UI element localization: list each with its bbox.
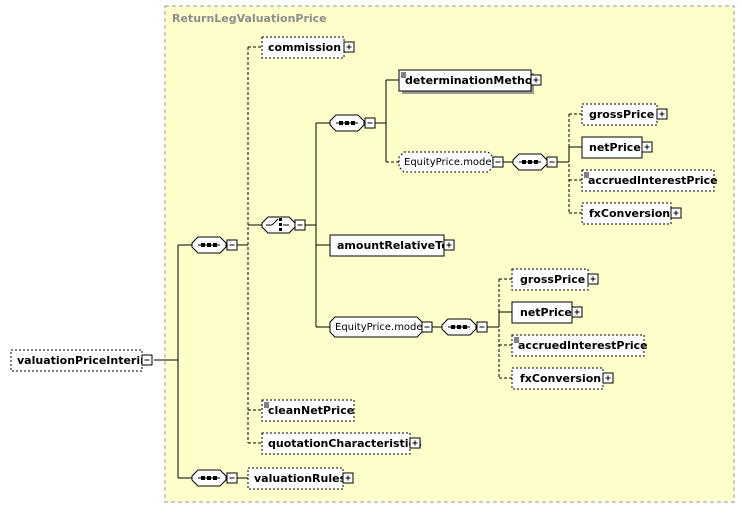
svg-text:fxConversion: fxConversion <box>589 207 670 220</box>
node-fx-conversion[interactable]: fxConversion <box>511 367 604 390</box>
expand-toggle-icon[interactable] <box>530 74 542 86</box>
svg-text:fxConversion: fxConversion <box>520 372 601 385</box>
node-accrued-interest-price[interactable]: accruedInterestPrice <box>581 169 718 192</box>
svg-text:valuationPriceInterim: valuationPriceInterim <box>17 354 152 367</box>
svg-text:EquityPrice.model: EquityPrice.model <box>335 322 425 333</box>
svg-text:grossPrice: grossPrice <box>589 108 654 121</box>
expand-toggle-icon[interactable] <box>602 372 614 384</box>
sequence-compositor-icon[interactable] <box>191 469 227 487</box>
svg-text:netPrice: netPrice <box>520 306 572 319</box>
collapse-toggle-icon[interactable] <box>492 156 504 168</box>
expand-toggle-icon[interactable] <box>571 306 583 318</box>
node-quotation-characteristics[interactable]: quotationCharacteristics <box>261 432 422 455</box>
expand-toggle-icon[interactable] <box>587 273 599 285</box>
node-equity-price-model[interactable]: EquityPrice.model <box>329 316 425 338</box>
node-net-price[interactable]: netPrice <box>511 301 573 324</box>
simple-type-icon <box>584 172 589 178</box>
sequence-compositor-icon[interactable] <box>512 153 548 171</box>
simple-type-icon <box>401 72 406 78</box>
sequence-compositor-icon[interactable] <box>441 318 477 336</box>
expand-toggle-icon[interactable] <box>343 41 355 53</box>
node-equity-price-model[interactable]: EquityPrice.model <box>398 151 494 173</box>
collapse-toggle-icon[interactable] <box>421 321 433 333</box>
collapse-toggle-icon[interactable] <box>294 219 306 231</box>
sequence-compositor-icon[interactable] <box>329 114 365 132</box>
simple-type-icon <box>264 402 269 408</box>
svg-text:commission: commission <box>268 41 341 54</box>
group-title: ReturnLegValuationPrice <box>172 12 327 25</box>
expand-toggle-icon[interactable] <box>443 239 455 251</box>
collapse-toggle-icon[interactable] <box>364 117 376 129</box>
node-amount-relative-to[interactable]: amountRelativeTo <box>329 234 449 257</box>
expand-toggle-icon[interactable] <box>342 472 354 484</box>
node-net-price[interactable]: netPrice <box>581 136 643 159</box>
node-gross-price[interactable]: grossPrice <box>511 268 589 291</box>
svg-text:accruedInterestPrice: accruedInterestPrice <box>518 339 648 352</box>
svg-text:netPrice: netPrice <box>589 141 641 154</box>
collapse-toggle-icon[interactable] <box>476 321 488 333</box>
collapse-toggle-icon[interactable] <box>141 354 153 366</box>
node-gross-price[interactable]: grossPrice <box>581 103 658 126</box>
collapse-toggle-icon[interactable] <box>226 239 238 251</box>
connectors <box>154 46 582 479</box>
svg-text:quotationCharacteristics: quotationCharacteristics <box>268 437 422 450</box>
svg-text:EquityPrice.model: EquityPrice.model <box>404 157 494 168</box>
svg-text:cleanNetPrice: cleanNetPrice <box>268 404 354 417</box>
node-accrued-interest-price[interactable]: accruedInterestPrice <box>511 334 648 357</box>
choice-compositor-icon[interactable] <box>261 216 296 234</box>
svg-text:determinationMethod: determinationMethod <box>405 74 540 87</box>
expand-toggle-icon[interactable] <box>641 141 653 153</box>
collapse-toggle-icon[interactable] <box>546 156 558 168</box>
node-fx-conversion[interactable]: fxConversion <box>581 202 672 225</box>
svg-text:amountRelativeTo: amountRelativeTo <box>337 239 449 252</box>
svg-text:valuationRules: valuationRules <box>254 472 347 485</box>
node-valuation-rules[interactable]: valuationRules <box>247 467 347 490</box>
svg-text:grossPrice: grossPrice <box>520 273 585 286</box>
expand-toggle-icon[interactable] <box>656 108 668 120</box>
node-determination-method[interactable]: determinationMethod <box>398 69 540 94</box>
node-valuation-price-interim[interactable]: valuationPriceInterim <box>10 349 152 372</box>
svg-text:accruedInterestPrice: accruedInterestPrice <box>588 174 718 187</box>
node-commission[interactable]: commission <box>261 36 345 59</box>
sequence-compositor-icon[interactable] <box>191 236 227 254</box>
node-clean-net-price[interactable]: cleanNetPrice <box>261 399 355 422</box>
expand-toggle-icon[interactable] <box>670 207 682 219</box>
simple-type-icon <box>514 337 519 343</box>
expand-toggle-icon[interactable] <box>409 437 421 449</box>
collapse-toggle-icon[interactable] <box>226 472 238 484</box>
